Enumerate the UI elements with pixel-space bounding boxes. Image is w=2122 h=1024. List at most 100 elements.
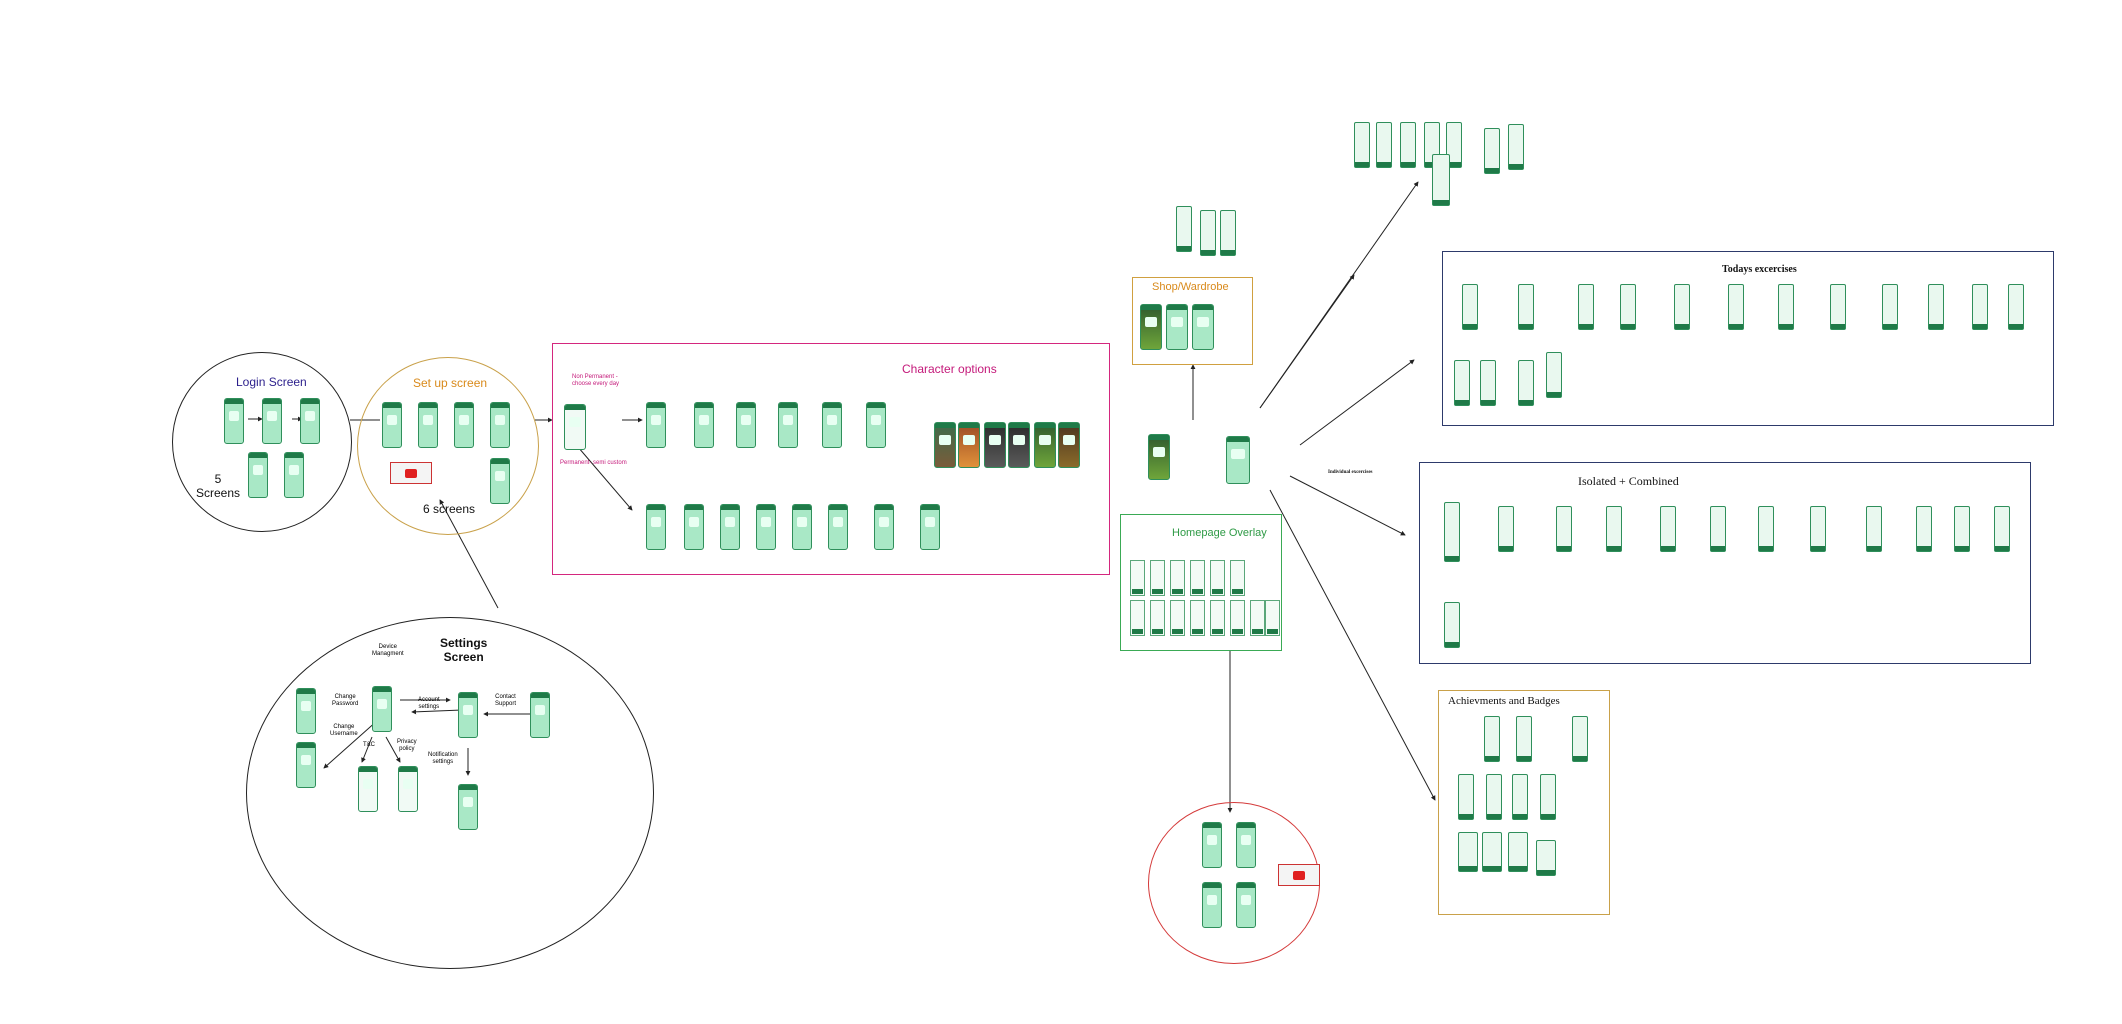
- todays-step-8[interactable]: [1830, 284, 1846, 330]
- achievement-screen-8[interactable]: [1458, 832, 1478, 872]
- overlay-tile-1[interactable]: [1130, 560, 1145, 596]
- shop-screen-3[interactable]: [1192, 304, 1214, 350]
- todays-step-11[interactable]: [1972, 284, 1988, 330]
- login-screen-3[interactable]: [300, 398, 320, 444]
- youtube-popup[interactable]: [390, 462, 432, 484]
- todays-step-4[interactable]: [1620, 284, 1636, 330]
- achievement-screen-9[interactable]: [1482, 832, 1502, 872]
- achievement-screen-11[interactable]: [1536, 840, 1556, 876]
- login-screen-1[interactable]: [224, 398, 244, 444]
- profile-screen-2[interactable]: [1376, 122, 1392, 168]
- video-screen-1[interactable]: [1202, 822, 1222, 868]
- settings-notification[interactable]: [458, 784, 478, 830]
- character-bottom-6[interactable]: [828, 504, 848, 550]
- video-screen-4[interactable]: [1236, 882, 1256, 928]
- todays-step-2[interactable]: [1518, 284, 1534, 330]
- settings-account[interactable]: [372, 686, 392, 732]
- overlay-tile-14[interactable]: [1265, 600, 1280, 636]
- character-bottom-2[interactable]: [684, 504, 704, 550]
- overlay-tile-12[interactable]: [1230, 600, 1245, 636]
- profile-screen-5[interactable]: [1446, 122, 1462, 168]
- overlay-tile-5[interactable]: [1210, 560, 1225, 596]
- overlay-tile-7[interactable]: [1130, 600, 1145, 636]
- isolated-step-3[interactable]: [1556, 506, 1572, 552]
- character-top-3[interactable]: [736, 402, 756, 448]
- profile-screen-6[interactable]: [1484, 128, 1500, 174]
- achievement-screen-5[interactable]: [1486, 774, 1502, 820]
- login-screen-5[interactable]: [284, 452, 304, 498]
- overlay-tile-10[interactable]: [1190, 600, 1205, 636]
- shop-top-2[interactable]: [1200, 210, 1216, 256]
- character-bottom-3[interactable]: [720, 504, 740, 550]
- settings-main[interactable]: [458, 692, 478, 738]
- todays-branch-3[interactable]: [1518, 360, 1534, 406]
- todays-step-3[interactable]: [1578, 284, 1594, 330]
- overlay-tile-13[interactable]: [1250, 600, 1265, 636]
- overlay-tile-8[interactable]: [1150, 600, 1165, 636]
- character-option-3[interactable]: [984, 422, 1006, 468]
- character-bottom-5[interactable]: [792, 504, 812, 550]
- isolated-step-9[interactable]: [1866, 506, 1882, 552]
- settings-privacy[interactable]: [398, 766, 418, 812]
- character-bottom-7[interactable]: [874, 504, 894, 550]
- setup-screen-1[interactable]: [382, 402, 402, 448]
- overlay-tile-9[interactable]: [1170, 600, 1185, 636]
- character-option-2[interactable]: [958, 422, 980, 468]
- overlay-tile-2[interactable]: [1150, 560, 1165, 596]
- shop-screen-2[interactable]: [1166, 304, 1188, 350]
- settings-change-username[interactable]: [296, 742, 316, 788]
- character-bottom-8[interactable]: [920, 504, 940, 550]
- isolated-step-6[interactable]: [1710, 506, 1726, 552]
- character-top-5[interactable]: [822, 402, 842, 448]
- achievement-screen-2[interactable]: [1516, 716, 1532, 762]
- todays-step-10[interactable]: [1928, 284, 1944, 330]
- character-top-4[interactable]: [778, 402, 798, 448]
- todays-step-1[interactable]: [1462, 284, 1478, 330]
- overlay-tile-11[interactable]: [1210, 600, 1225, 636]
- isolated-branch-1[interactable]: [1444, 602, 1460, 648]
- isolated-step-2[interactable]: [1498, 506, 1514, 552]
- isolated-step-12[interactable]: [1994, 506, 2010, 552]
- character-top-2[interactable]: [694, 402, 714, 448]
- isolated-step-11[interactable]: [1954, 506, 1970, 552]
- profile-screen-3[interactable]: [1400, 122, 1416, 168]
- setup-screen-5[interactable]: [490, 458, 510, 504]
- character-option-5[interactable]: [1034, 422, 1056, 468]
- isolated-step-4[interactable]: [1606, 506, 1622, 552]
- character-top-6[interactable]: [866, 402, 886, 448]
- character-bottom-4[interactable]: [756, 504, 776, 550]
- achievement-screen-10[interactable]: [1508, 832, 1528, 872]
- settings-contact[interactable]: [530, 692, 550, 738]
- profile-screen-8[interactable]: [1432, 154, 1450, 206]
- achievement-screen-4[interactable]: [1458, 774, 1474, 820]
- isolated-step-1[interactable]: [1444, 502, 1460, 562]
- todays-step-5[interactable]: [1674, 284, 1690, 330]
- setup-screen-2[interactable]: [418, 402, 438, 448]
- video-screen-2[interactable]: [1236, 822, 1256, 868]
- isolated-step-8[interactable]: [1810, 506, 1826, 552]
- shop-screen-1[interactable]: [1140, 304, 1162, 350]
- isolated-step-5[interactable]: [1660, 506, 1676, 552]
- isolated-step-7[interactable]: [1758, 506, 1774, 552]
- home-hub-left[interactable]: [1148, 434, 1170, 480]
- todays-branch-4[interactable]: [1546, 352, 1562, 398]
- settings-tc[interactable]: [358, 766, 378, 812]
- character-bottom-1[interactable]: [646, 504, 666, 550]
- todays-step-7[interactable]: [1778, 284, 1794, 330]
- setup-screen-4[interactable]: [490, 402, 510, 448]
- character-option-1[interactable]: [934, 422, 956, 468]
- character-start-screen[interactable]: [564, 404, 586, 450]
- todays-step-6[interactable]: [1728, 284, 1744, 330]
- login-screen-4[interactable]: [248, 452, 268, 498]
- achievement-screen-1[interactable]: [1484, 716, 1500, 762]
- achievement-screen-3[interactable]: [1572, 716, 1588, 762]
- achievement-screen-7[interactable]: [1540, 774, 1556, 820]
- setup-screen-3[interactable]: [454, 402, 474, 448]
- todays-step-9[interactable]: [1882, 284, 1898, 330]
- overlay-tile-4[interactable]: [1190, 560, 1205, 596]
- achievement-screen-6[interactable]: [1512, 774, 1528, 820]
- overlay-tile-3[interactable]: [1170, 560, 1185, 596]
- login-screen-2[interactable]: [262, 398, 282, 444]
- home-hub-main[interactable]: [1226, 436, 1250, 484]
- todays-branch-1[interactable]: [1454, 360, 1470, 406]
